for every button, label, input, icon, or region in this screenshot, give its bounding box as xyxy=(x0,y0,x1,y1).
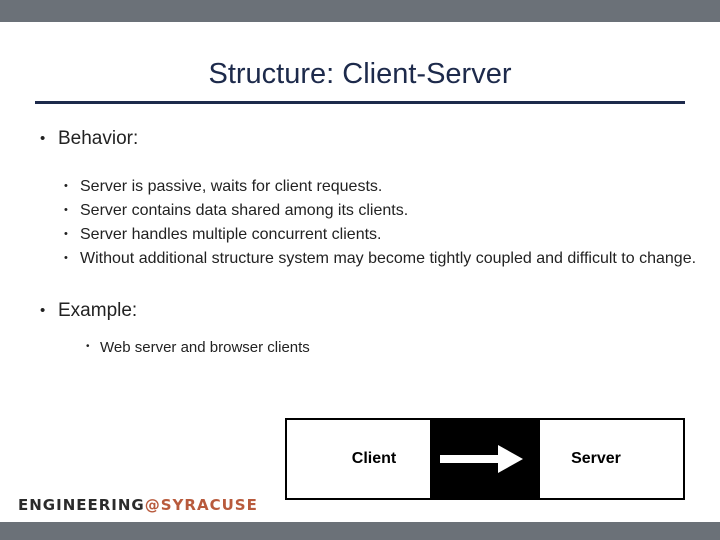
logo-text-syracuse: SYRACUSE xyxy=(160,496,258,514)
behavior-sub-bullets: Server is passive, waits for client requ… xyxy=(0,174,720,271)
server-box-label: Server xyxy=(571,450,621,467)
slide-content: Behavior: Server is passive, waits for c… xyxy=(0,125,720,359)
bullet-example-heading: Example: xyxy=(38,297,720,325)
list-item: Server handles multiple concurrent clien… xyxy=(62,222,720,247)
list-item: Server is passive, waits for client requ… xyxy=(62,174,720,199)
arrow-shaft xyxy=(440,455,502,463)
top-decorative-bar xyxy=(0,0,720,22)
arrow-head xyxy=(498,445,523,473)
client-box-label: Client xyxy=(351,450,397,467)
client-server-diagram: Client Server xyxy=(285,418,685,500)
list-item: Server contains data shared among its cl… xyxy=(62,198,720,223)
bullet-behavior-heading: Behavior: xyxy=(38,125,720,153)
arrow-right-icon xyxy=(430,420,540,498)
spacer xyxy=(0,153,720,167)
list-item: Web server and browser clients xyxy=(84,336,720,359)
at-icon: @ xyxy=(144,496,161,514)
title-divider xyxy=(35,101,685,104)
page-title: Structure: Client-Server xyxy=(208,58,512,90)
bottom-decorative-bar xyxy=(0,522,720,540)
spacer xyxy=(0,325,720,337)
list-item: Without additional structure system may … xyxy=(62,246,720,271)
logo-text-engineering: ENGINEERING xyxy=(18,496,145,514)
engineering-syracuse-logo: ENGINEERING@SYRACUSE xyxy=(18,496,258,514)
spacer xyxy=(0,271,720,297)
